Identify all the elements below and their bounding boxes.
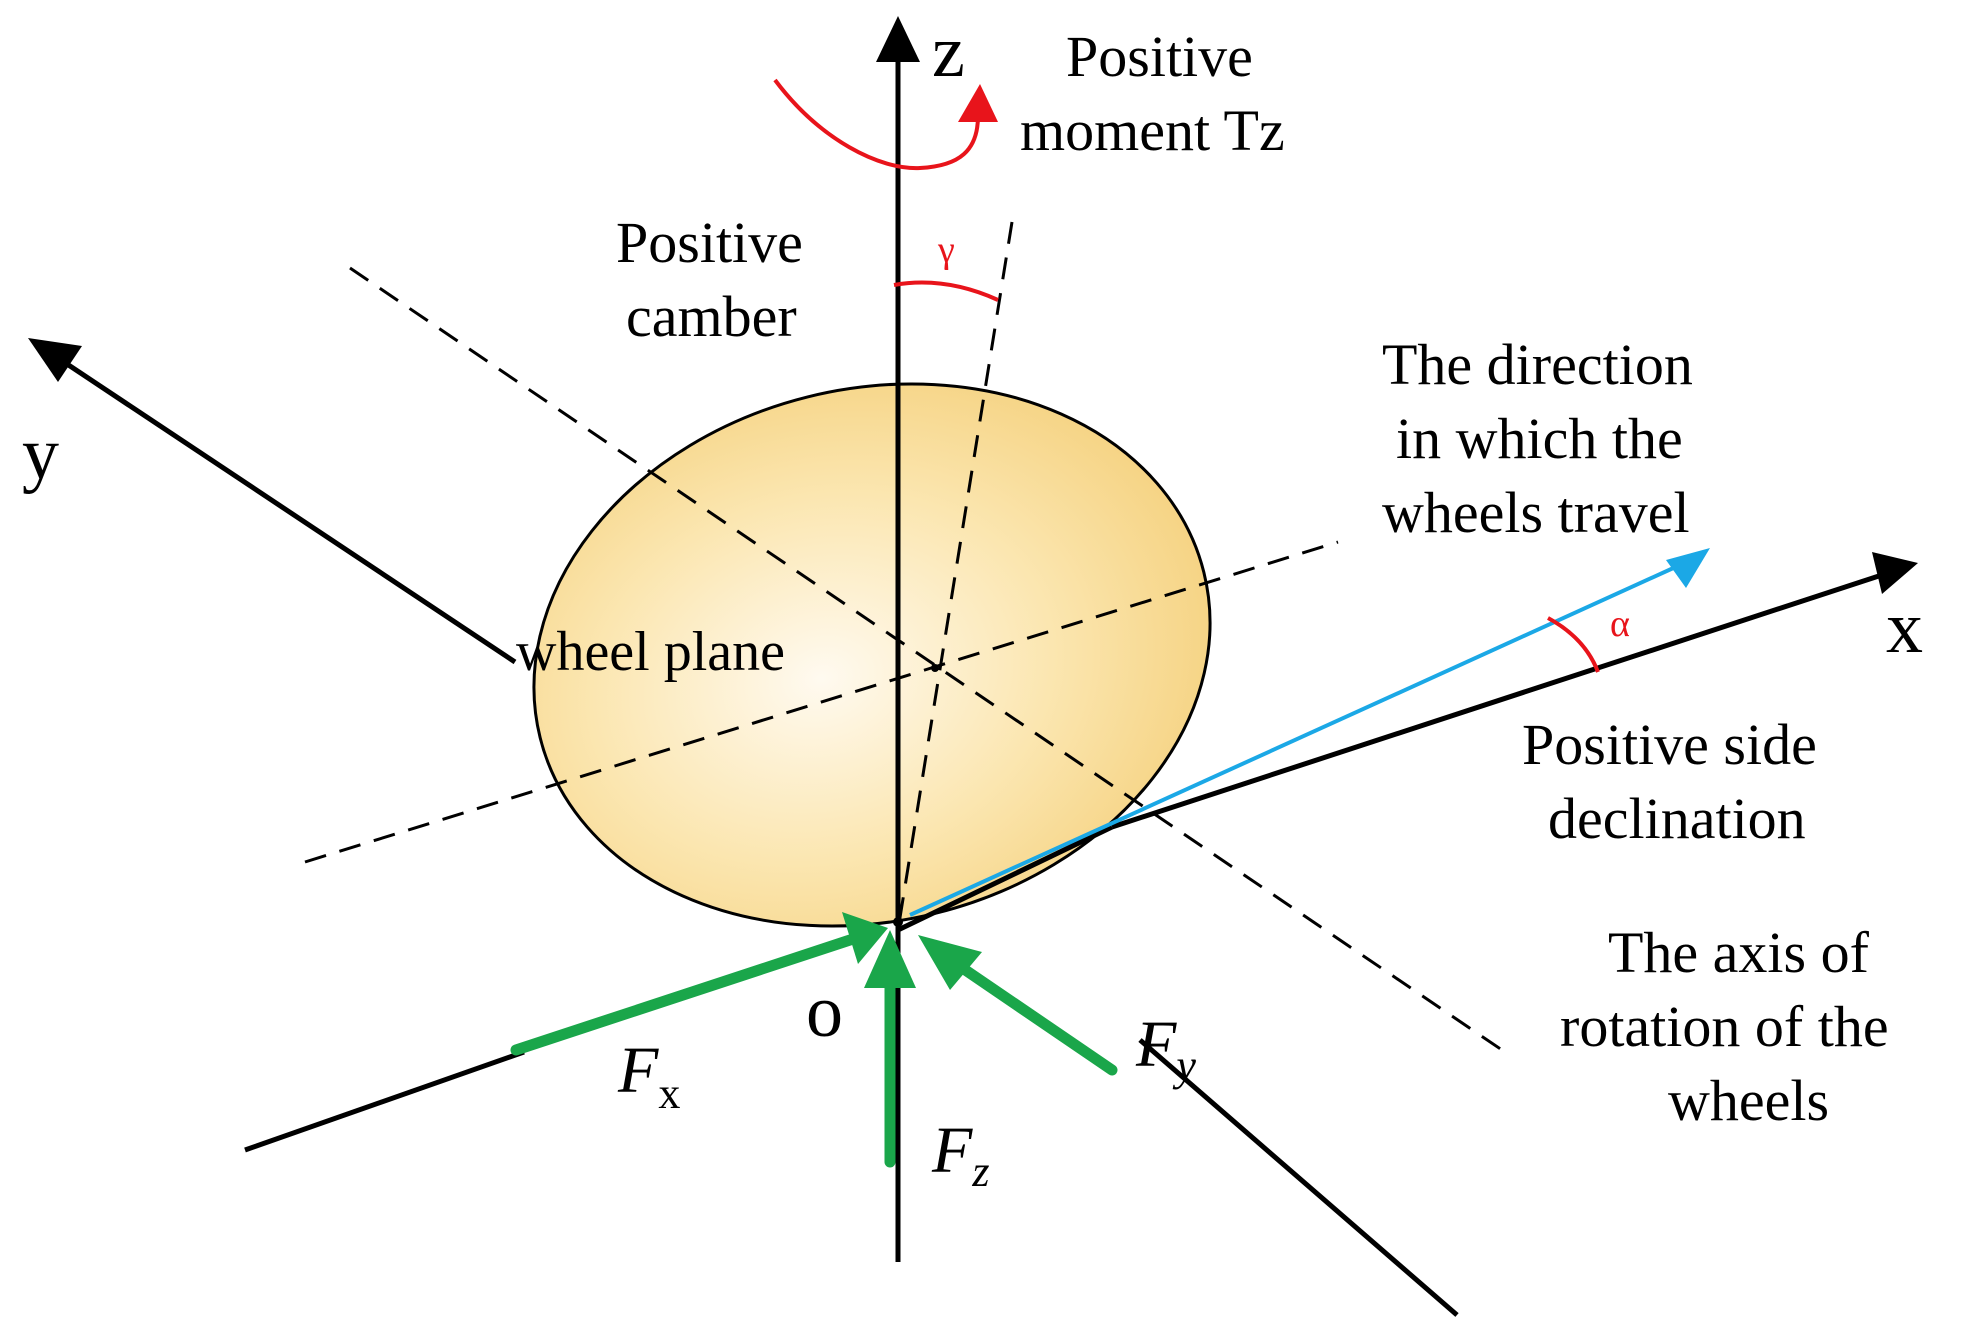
force-fy-arrow [918,935,1118,1076]
origin-label: o [806,971,843,1053]
force-fy-symbol: F [1135,1008,1177,1081]
x-axis-tangent-line [896,824,1114,933]
side-slip-angle-arc [1547,616,1600,673]
wheel-center-point [931,664,939,672]
force-fx-subscript: x [658,1069,680,1118]
camber-angle-arc [893,280,999,302]
force-fz-arrow [864,930,916,1168]
force-fx-label: Fx [617,1034,680,1118]
force-fy-subscript: y [1172,1041,1196,1090]
dashed-horizontal [304,540,1339,864]
x-axis-label: x [1886,587,1923,669]
rotation-axis-line3: wheels [1668,1068,1829,1133]
force-fy-label: Fy [1135,1008,1196,1090]
origin-point [893,917,903,927]
y-axis-label: y [22,413,59,495]
camber-label-line2: camber [626,284,797,349]
travel-direction-arrow [909,548,1710,917]
wheel-plane-label: wheel plane [516,621,785,683]
side-declination-line1: Positive side [1522,712,1817,777]
gamma-symbol: γ [937,229,955,271]
dashed-construction-lines [304,221,1503,1052]
moment-label-line2: moment Tz [1020,98,1285,163]
force-fz-subscript: z [971,1147,989,1196]
camber-label-line1: Positive [616,210,803,275]
travel-arrowhead [1666,548,1710,588]
y-axis-arrowhead [28,338,82,382]
dashed-diagonal [349,266,1503,1052]
force-arrows [510,912,1118,1168]
force-fx-arrow [510,912,888,1056]
y-axis-line [56,355,517,665]
force-fz-symbol: F [931,1114,973,1187]
travel-label-line1: The direction [1382,332,1693,397]
force-fz-label: Fz [931,1114,989,1196]
axis-arrowheads [28,16,1918,594]
travel-label-line2: in which the [1396,406,1683,471]
x-axis-arrowhead [1872,552,1918,594]
y-axis-negative-line [1138,1038,1459,1317]
rotation-axis-line2: rotation of the [1560,994,1889,1059]
side-declination-line2: declination [1548,786,1806,851]
x-axis-line [1111,570,1889,830]
travel-label-line3: wheels travel [1382,480,1690,545]
dashed-camber-axis [896,221,1014,931]
z-axis-arrowhead [876,16,920,62]
moment-tz-arrow [773,78,998,171]
angle-arcs [893,280,1600,673]
force-fx-symbol: F [617,1034,659,1107]
moment-arrowhead [958,84,998,122]
coordinate-axes [56,50,1889,1317]
z-axis-label: z [932,11,965,93]
alpha-symbol: α [1610,603,1630,645]
x-axis-negative-line [244,1049,525,1153]
moment-label-line1: Positive [1066,24,1253,89]
rotation-axis-line1: The axis of [1608,920,1870,985]
